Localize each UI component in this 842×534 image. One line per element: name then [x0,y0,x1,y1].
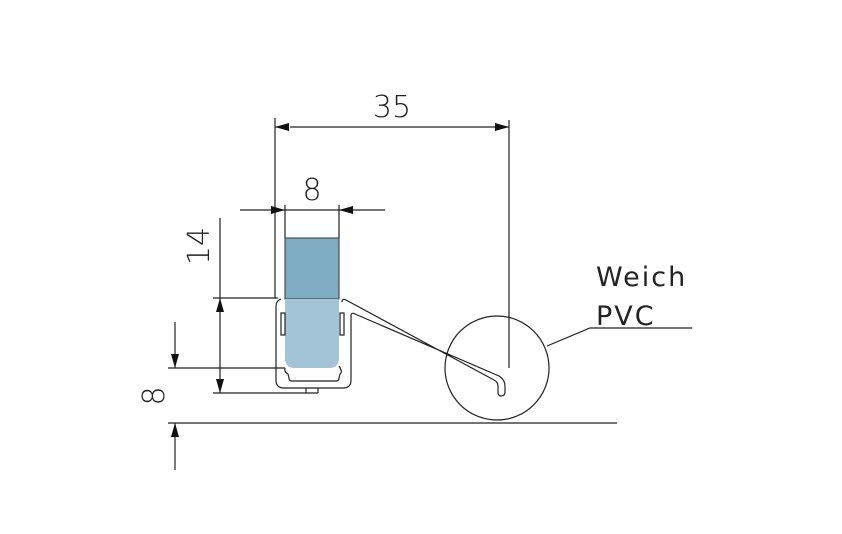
detail-circle [444,315,550,421]
glass-lower [285,299,339,368]
dimension-8-left-label: 8 [137,386,172,405]
leader-line [546,327,692,347]
dimension-14-label: 14 [182,227,217,265]
dimension-35-label: 35 [373,90,411,125]
glass-upper [284,237,340,300]
material-label-line2: PVC [596,301,656,332]
seal-profile [275,298,692,421]
dimension-8-top-label: 8 [302,173,321,208]
material-label-line1: Weich [596,262,687,293]
